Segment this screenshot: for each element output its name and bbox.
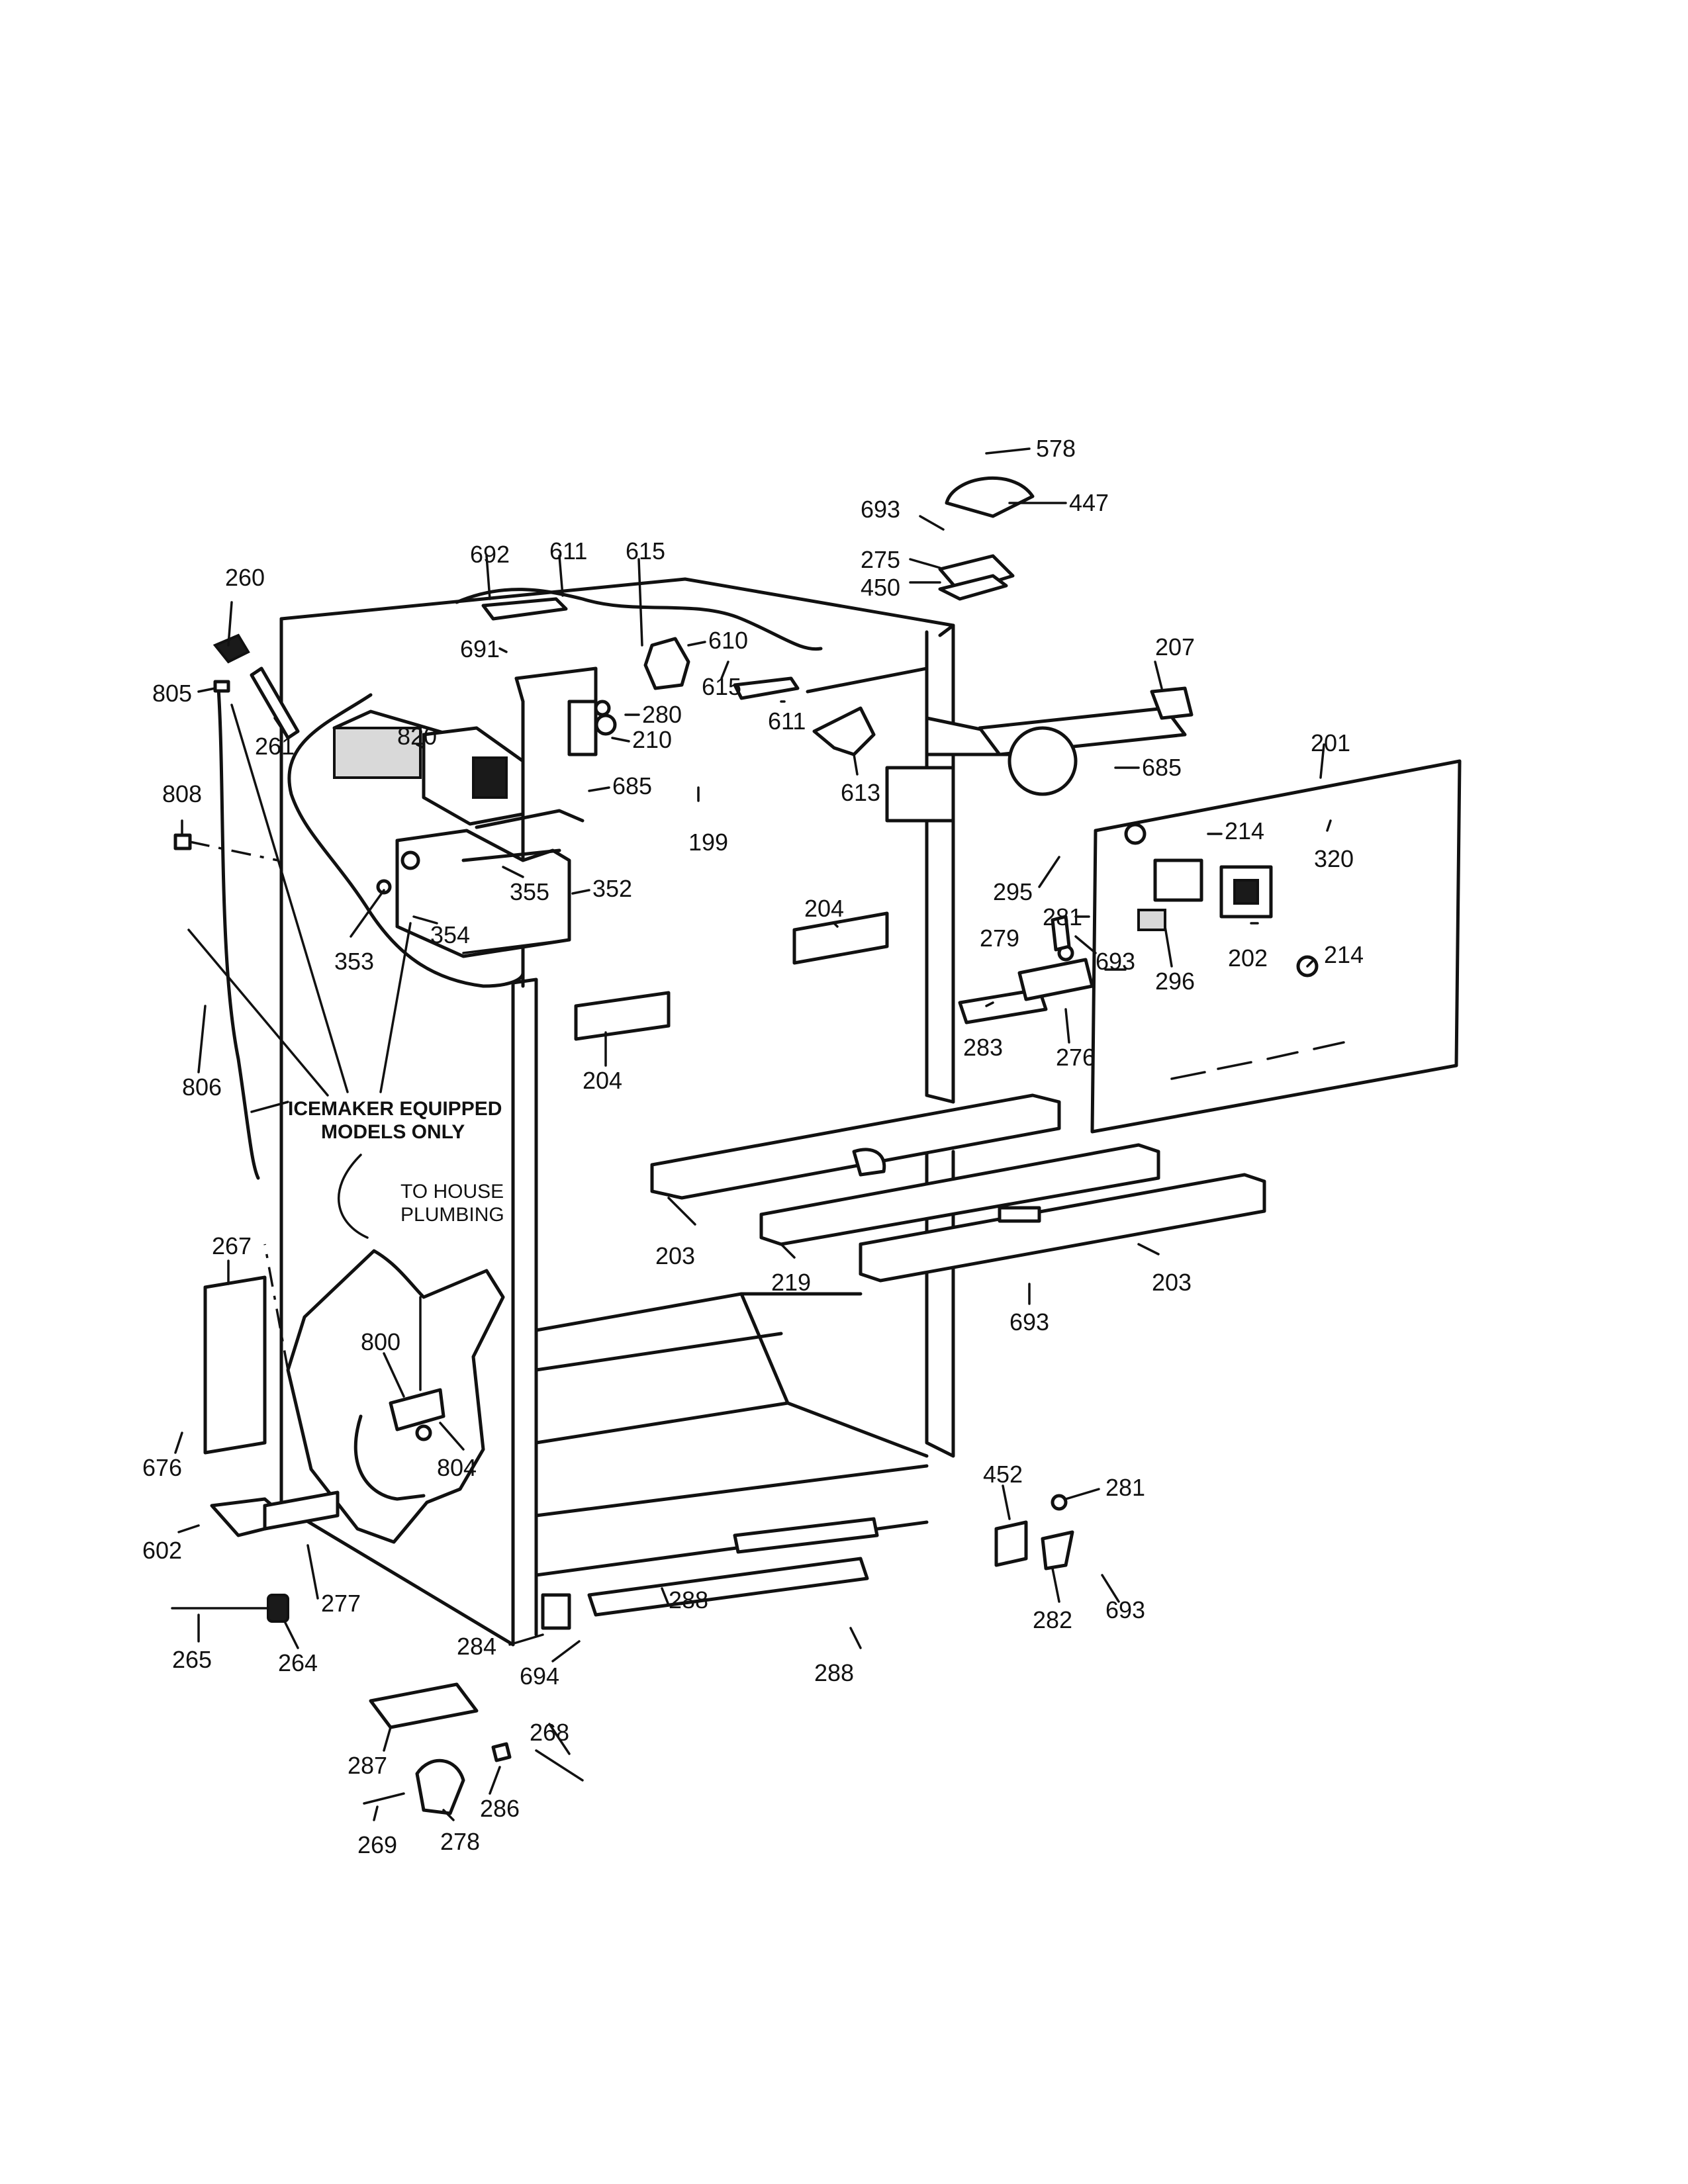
label-283: 283 — [963, 1034, 1003, 1061]
label-288-2: 288 — [814, 1659, 854, 1686]
label-269: 269 — [357, 1831, 397, 1858]
icemaker-cutaway — [287, 693, 525, 988]
label-693-3: 693 — [1009, 1308, 1049, 1336]
icemaker-assembly — [332, 709, 585, 958]
label-210: 210 — [632, 726, 672, 753]
label-611-2: 611 — [768, 707, 806, 735]
label-276: 276 — [1056, 1044, 1096, 1071]
label-353: 353 — [334, 948, 374, 975]
label-275: 275 — [861, 546, 900, 573]
label-281: 281 — [1043, 903, 1082, 931]
label-207: 207 — [1155, 633, 1195, 660]
label-202: 202 — [1228, 944, 1268, 972]
label-320: 320 — [1314, 845, 1354, 872]
label-820: 820 — [397, 723, 437, 750]
label-284: 284 — [457, 1633, 496, 1660]
fan-motor-group — [481, 597, 1194, 823]
control-panel — [1090, 759, 1462, 1134]
label-692: 692 — [470, 541, 510, 568]
label-693: 693 — [861, 496, 900, 523]
plumbing-note-line1: TO HOUSE — [400, 1181, 504, 1203]
damper-group — [938, 476, 1035, 601]
label-214-2: 214 — [1324, 941, 1364, 968]
label-615-2: 615 — [702, 673, 741, 700]
icemaker-note-line1: ICEMAKER EQUIPPED — [288, 1098, 502, 1120]
label-267: 267 — [212, 1232, 252, 1259]
label-354: 354 — [430, 921, 470, 948]
label-261: 261 — [255, 733, 295, 760]
label-691: 691 — [460, 635, 500, 662]
label-450: 450 — [861, 574, 900, 601]
label-260: 260 — [225, 564, 265, 591]
top-cutaway — [455, 588, 823, 710]
label-265: 265 — [172, 1646, 212, 1673]
label-578: 578 — [1036, 435, 1076, 462]
label-447: 447 — [1069, 489, 1109, 516]
label-352: 352 — [592, 875, 632, 902]
label-288: 288 — [669, 1586, 708, 1614]
label-280: 280 — [642, 701, 682, 728]
label-264: 264 — [278, 1649, 318, 1676]
notes: ICEMAKER EQUIPPED MODELS ONLY TO HOUSE P… — [288, 1098, 504, 1226]
water-line — [173, 633, 300, 1180]
cabinet-case — [279, 577, 955, 1647]
label-610: 610 — [708, 627, 748, 654]
label-203: 203 — [655, 1242, 695, 1269]
label-615: 615 — [626, 537, 665, 565]
label-693-2: 693 — [1096, 948, 1135, 975]
plumbing-cutaway — [263, 1244, 505, 1544]
label-199: 199 — [688, 829, 728, 856]
label-203-2: 203 — [1152, 1269, 1192, 1296]
label-296: 296 — [1155, 968, 1195, 995]
label-613: 613 — [841, 779, 880, 806]
label-685: 685 — [612, 772, 652, 799]
label-694: 694 — [520, 1662, 559, 1690]
label-287: 287 — [348, 1752, 387, 1779]
note-arrows — [187, 704, 412, 1239]
label-806: 806 — [182, 1073, 222, 1101]
label-204-2: 204 — [583, 1067, 622, 1094]
label-201: 201 — [1311, 729, 1350, 756]
plumbing-note-line2: PLUMBING — [400, 1204, 504, 1226]
label-452: 452 — [983, 1461, 1023, 1488]
icemaker-note-line2: MODELS ONLY — [321, 1121, 465, 1143]
bottom-parts — [171, 1275, 1074, 1815]
label-204: 204 — [804, 895, 844, 922]
label-295: 295 — [993, 878, 1033, 905]
label-282: 282 — [1033, 1606, 1072, 1633]
water-valve — [353, 1296, 445, 1501]
label-685-2: 685 — [1142, 754, 1182, 781]
label-805: 805 — [152, 680, 192, 707]
label-676: 676 — [142, 1454, 182, 1481]
label-279: 279 — [980, 925, 1019, 952]
label-286: 286 — [480, 1795, 520, 1822]
label-268: 268 — [530, 1719, 569, 1746]
label-355: 355 — [510, 878, 549, 905]
label-611: 611 — [549, 537, 587, 565]
bracket-hinge-group — [574, 911, 1094, 1041]
label-800: 800 — [361, 1328, 400, 1355]
label-214: 214 — [1225, 817, 1264, 844]
label-278: 278 — [440, 1828, 480, 1855]
label-804: 804 — [437, 1454, 477, 1481]
leader-lines — [174, 447, 1332, 1821]
shelf-frames — [650, 1093, 1266, 1283]
label-693-4: 693 — [1105, 1596, 1145, 1623]
label-602: 602 — [142, 1537, 182, 1564]
label-281-2: 281 — [1105, 1474, 1145, 1501]
label-277: 277 — [321, 1590, 361, 1617]
label-219: 219 — [771, 1269, 811, 1296]
label-808: 808 — [162, 780, 202, 807]
part-labels: 578 447 693 275 450 692 611 615 260 610 … — [142, 435, 1364, 1858]
